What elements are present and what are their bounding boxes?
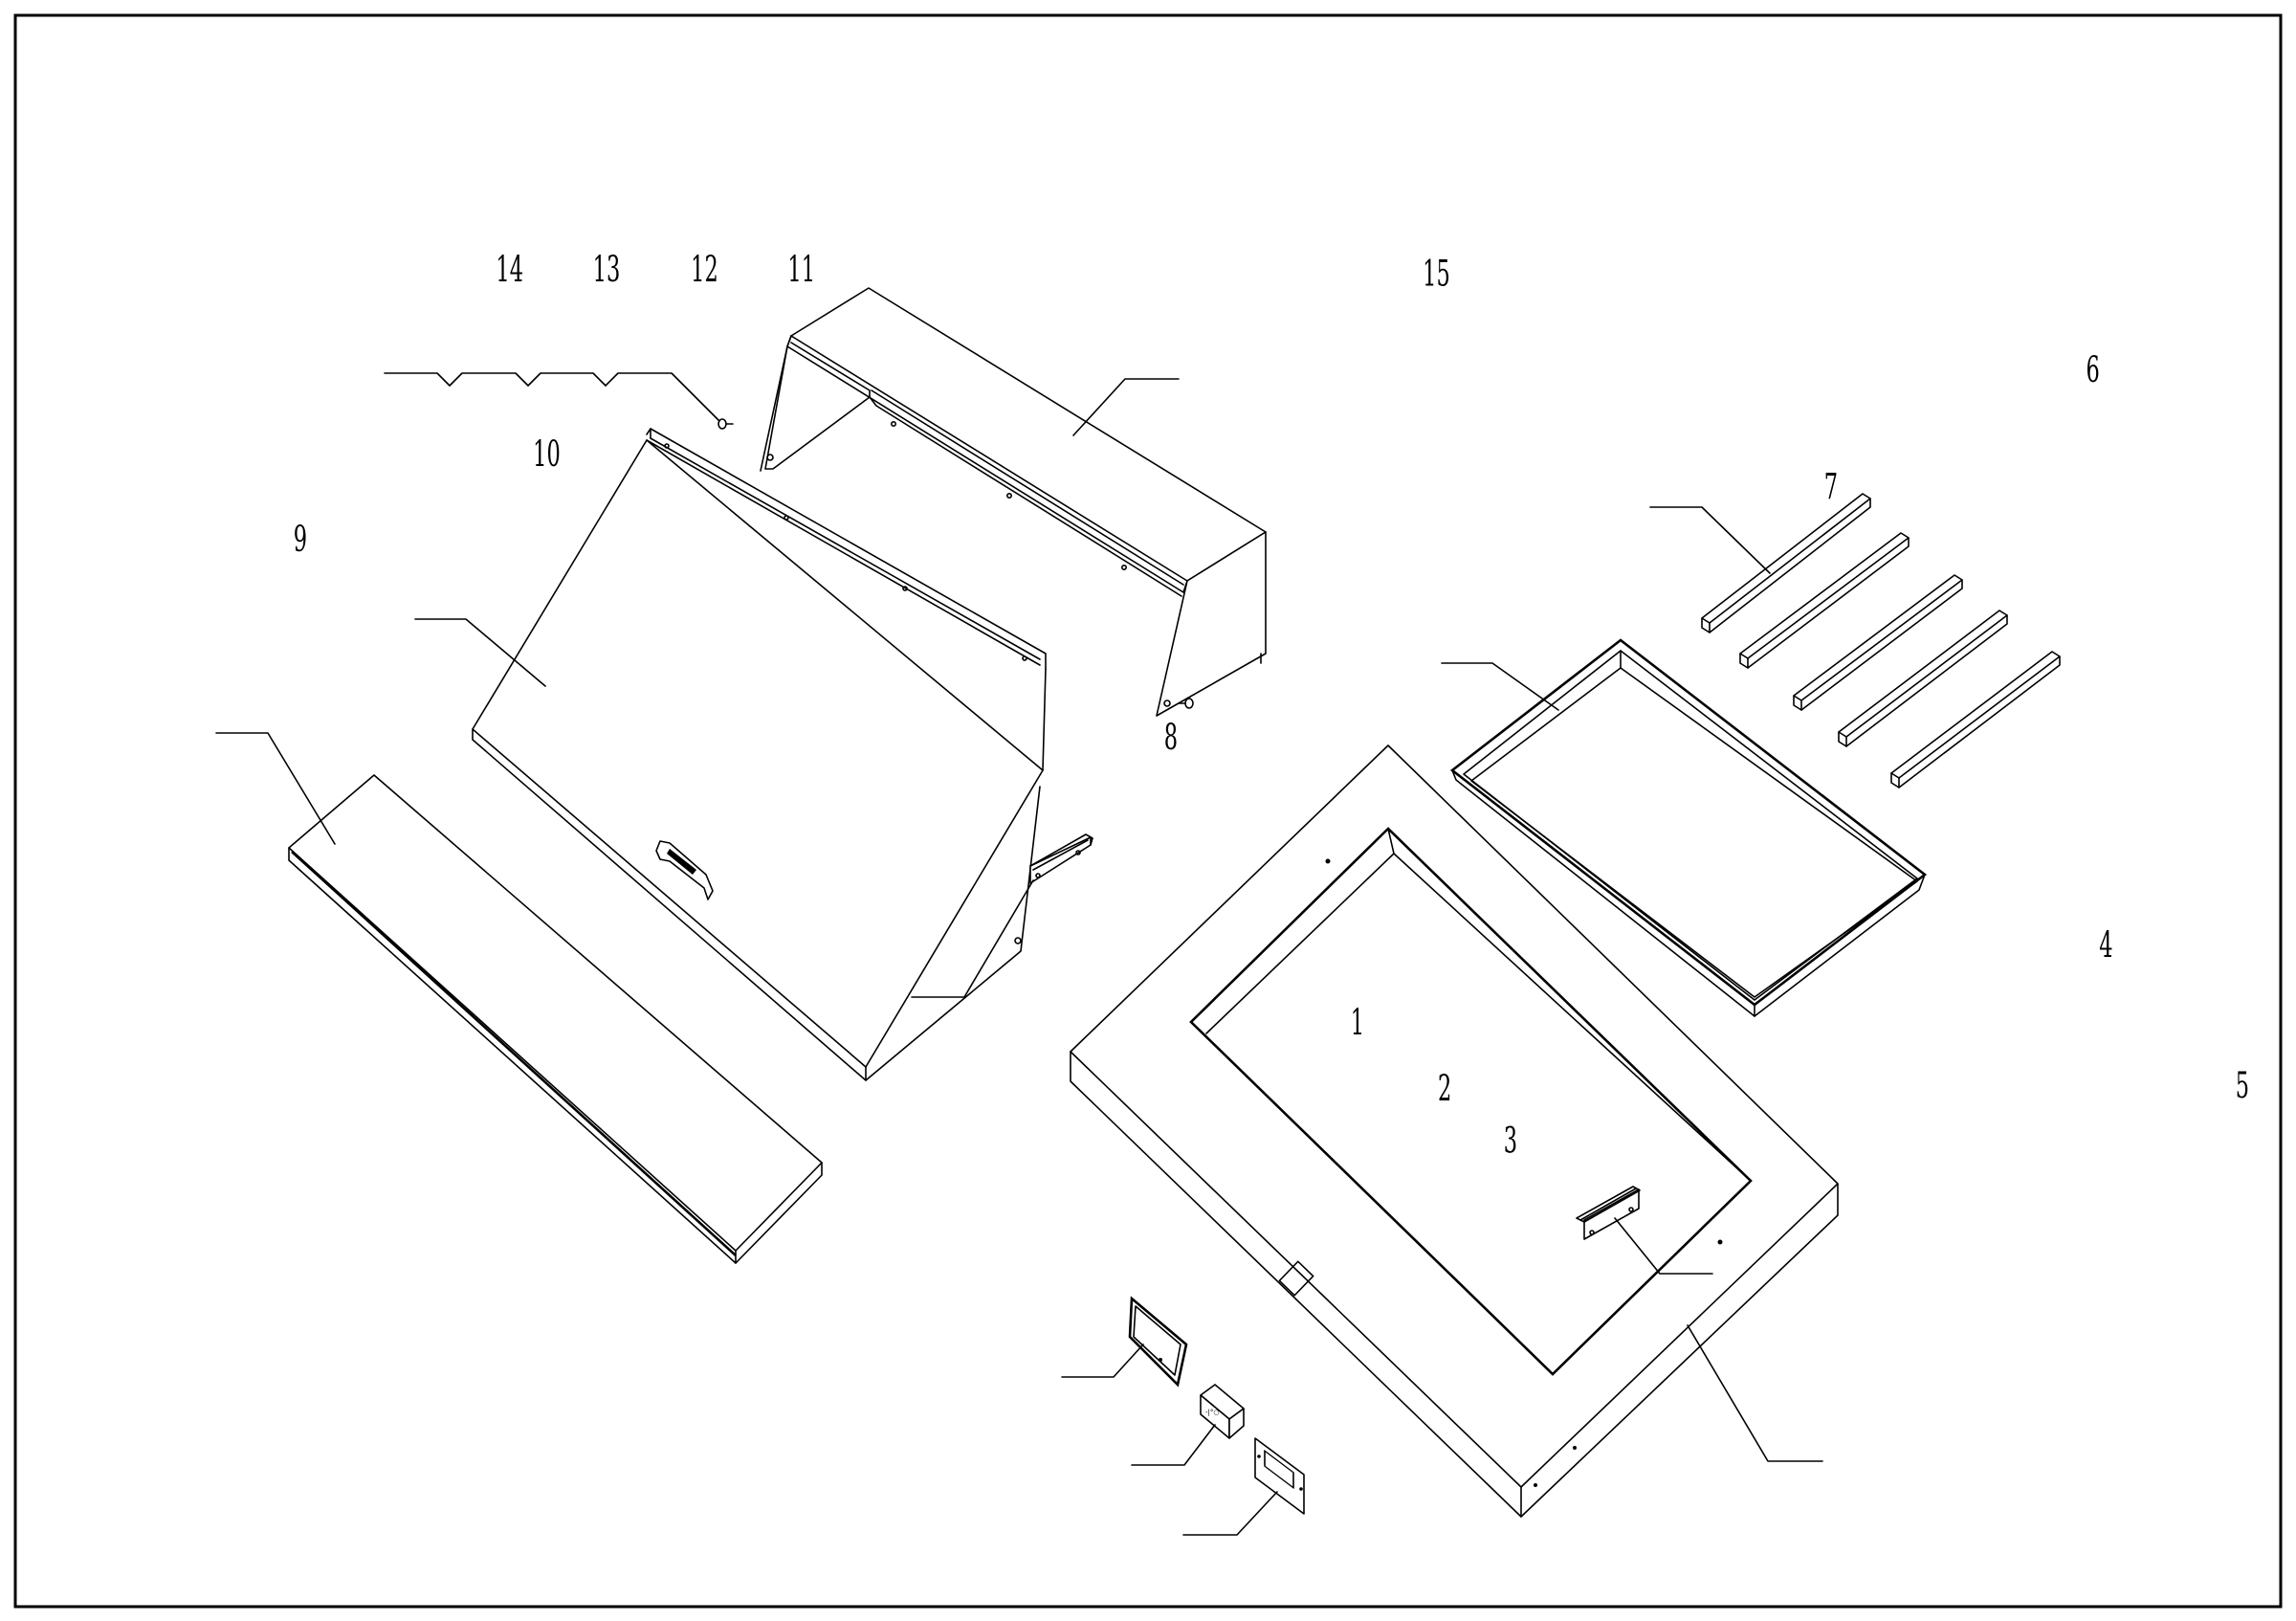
svg-text:-|°○: -|°○ — [1205, 1409, 1220, 1416]
bar-1 — [1701, 493, 1871, 633]
part-4-bracket — [1576, 1186, 1641, 1240]
part-10-sloped-lid — [472, 428, 1047, 1081]
callout-15: 15 — [1423, 254, 1450, 296]
bar-4 — [1838, 610, 2008, 747]
callout-8: 8 — [1164, 717, 1178, 759]
part-11-screw — [718, 418, 734, 430]
part-2-switch-box: -|°○ — [1200, 1384, 1245, 1439]
callout-11: 11 — [787, 249, 815, 291]
part-15-canopy — [760, 287, 1267, 717]
leader-lines — [215, 372, 1823, 1536]
handle-icon — [655, 840, 714, 900]
part-5-base-frame — [1070, 744, 1839, 1518]
part-6-support-bars — [1701, 493, 2061, 788]
callout-5: 5 — [2236, 1065, 2249, 1107]
bar-2 — [1739, 532, 1910, 669]
callout-14: 14 — [496, 249, 523, 291]
bar-5 — [1890, 651, 2061, 788]
part-7-tray-frame — [1449, 638, 1928, 1017]
screw-icon — [1178, 698, 1194, 709]
part-3-cover-plate — [1254, 1437, 1305, 1515]
part-9-shelf-board — [288, 774, 823, 1264]
callout-4: 4 — [2099, 924, 2112, 966]
callout-labels: 14 13 12 11 15 10 9 8 7 6 5 4 1 2 3 — [294, 249, 2249, 1162]
callout-6: 6 — [2086, 349, 2099, 391]
callout-12: 12 — [691, 249, 718, 291]
part-8-bracket — [1029, 833, 1093, 884]
callout-1: 1 — [1351, 1002, 1364, 1044]
sheet-border — [13, 13, 2283, 1609]
callout-10: 10 — [533, 433, 561, 476]
callout-13: 13 — [593, 249, 621, 291]
bar-3 — [1793, 574, 1963, 711]
callout-3: 3 — [1504, 1121, 1517, 1163]
callout-9: 9 — [294, 519, 307, 561]
part-1-control-panel — [1128, 1296, 1188, 1388]
callout-7: 7 — [1824, 466, 1838, 508]
callout-2: 2 — [1438, 1068, 1451, 1110]
